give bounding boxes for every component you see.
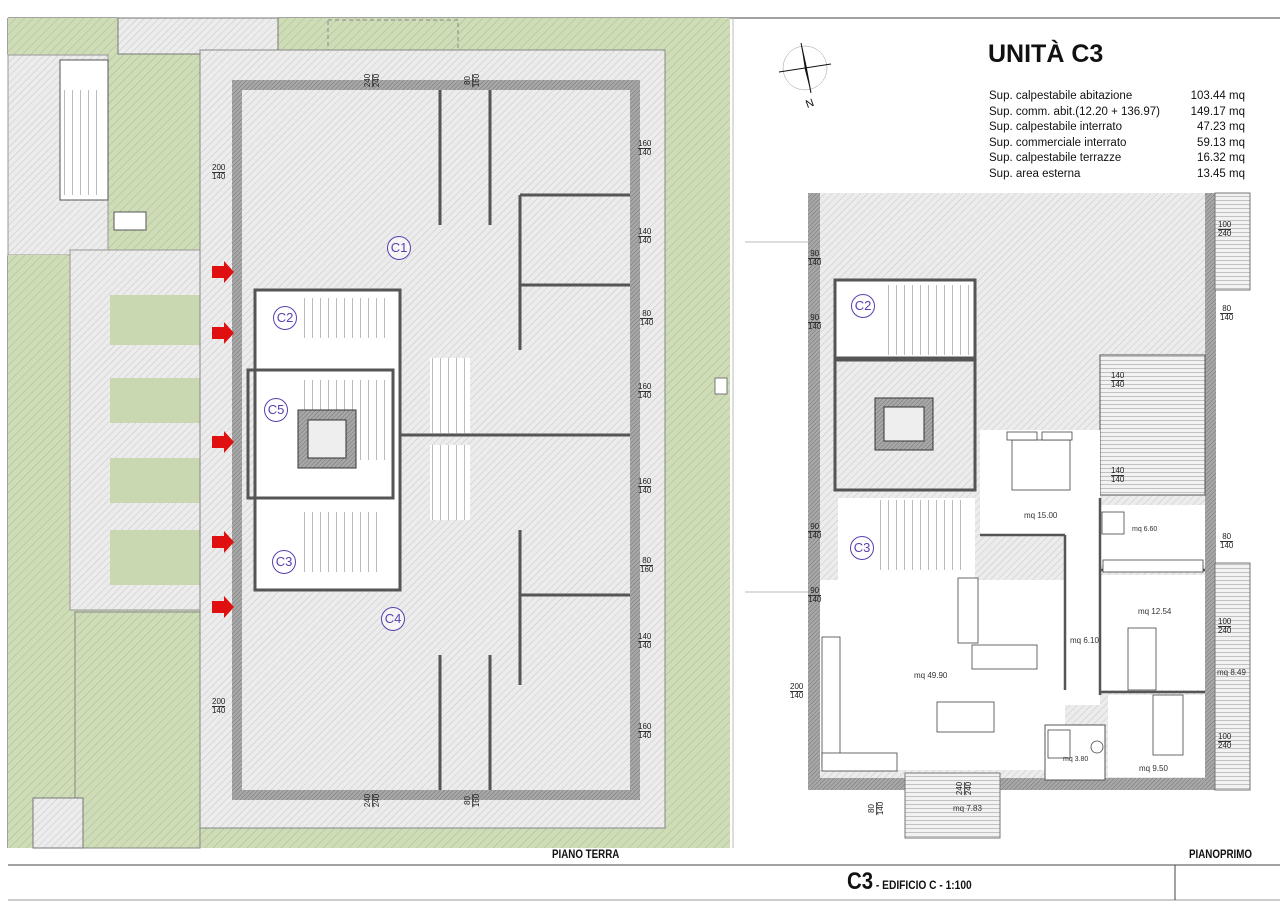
ground-floor-plan: [7, 17, 730, 849]
unit-tag-c2: C2: [851, 294, 875, 318]
surface-row: Sup. comm. abit.(12.20 + 136.97)149.17 m…: [989, 105, 1245, 118]
room-area-balcony: mq 7.83: [953, 804, 982, 813]
unit-tag-c2: C2: [273, 306, 297, 330]
first-floor-label: PIANOPRIMO: [1189, 849, 1253, 861]
entrance-arrow-icons: [212, 261, 234, 618]
room-area-bathroom: mq 6.60: [1132, 526, 1158, 533]
unit-tag-c5: C5: [264, 398, 288, 422]
room-area-bedroom-2: mq 12.54: [1138, 607, 1172, 616]
room-area-bedroom: mq 15.00: [1024, 511, 1058, 520]
room-area-bedroom-3: mq 9.50: [1139, 764, 1168, 773]
ground-floor-label: PIANO TERRA: [552, 849, 620, 861]
title-block: C3 - EDIFICIO C - 1:100: [847, 868, 972, 896]
unit-title: UNITÀ C3: [988, 40, 1104, 68]
north-arrow-icon: [778, 42, 832, 94]
room-area-living: mq 49.90: [914, 671, 948, 680]
title-subtitle: - EDIFICIO C - 1:100: [873, 878, 972, 892]
room-area-hallway: mq 6.10: [1070, 636, 1099, 645]
first-floor-plan: [745, 192, 1251, 839]
unit-tag-c3: C3: [272, 550, 296, 574]
unit-tag-c1: C1: [387, 236, 411, 260]
room-area-terrace: mq 8.49: [1217, 668, 1246, 677]
unit-tag-c3: C3: [850, 536, 874, 560]
title-code: C3: [847, 868, 874, 895]
unit-tag-c4: C4: [381, 607, 405, 631]
room-area-bathroom-2: mq 3.80: [1063, 756, 1089, 763]
